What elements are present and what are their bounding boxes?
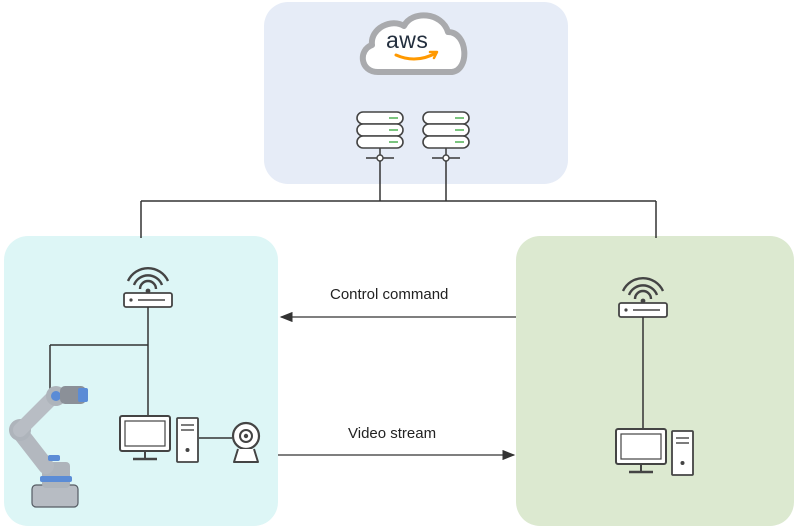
desktop-computer-icon bbox=[119, 415, 199, 463]
control-command-label: Control command bbox=[330, 286, 449, 303]
wifi-router-icon bbox=[618, 277, 668, 318]
robot-site-wiring bbox=[49, 307, 232, 439]
wifi-router-icon bbox=[123, 267, 173, 308]
robot-arm-icon bbox=[9, 386, 88, 508]
video-stream-label: Video stream bbox=[348, 425, 437, 442]
aws-cloud-icon bbox=[360, 12, 468, 75]
server-icon bbox=[356, 111, 404, 162]
aws-logo-text: aws bbox=[386, 27, 429, 53]
cloud-network-lines bbox=[140, 161, 657, 238]
webcam-icon bbox=[231, 421, 261, 463]
operator-site-panel bbox=[516, 236, 794, 526]
server-icon bbox=[422, 111, 470, 162]
desktop-computer-icon bbox=[615, 428, 694, 476]
